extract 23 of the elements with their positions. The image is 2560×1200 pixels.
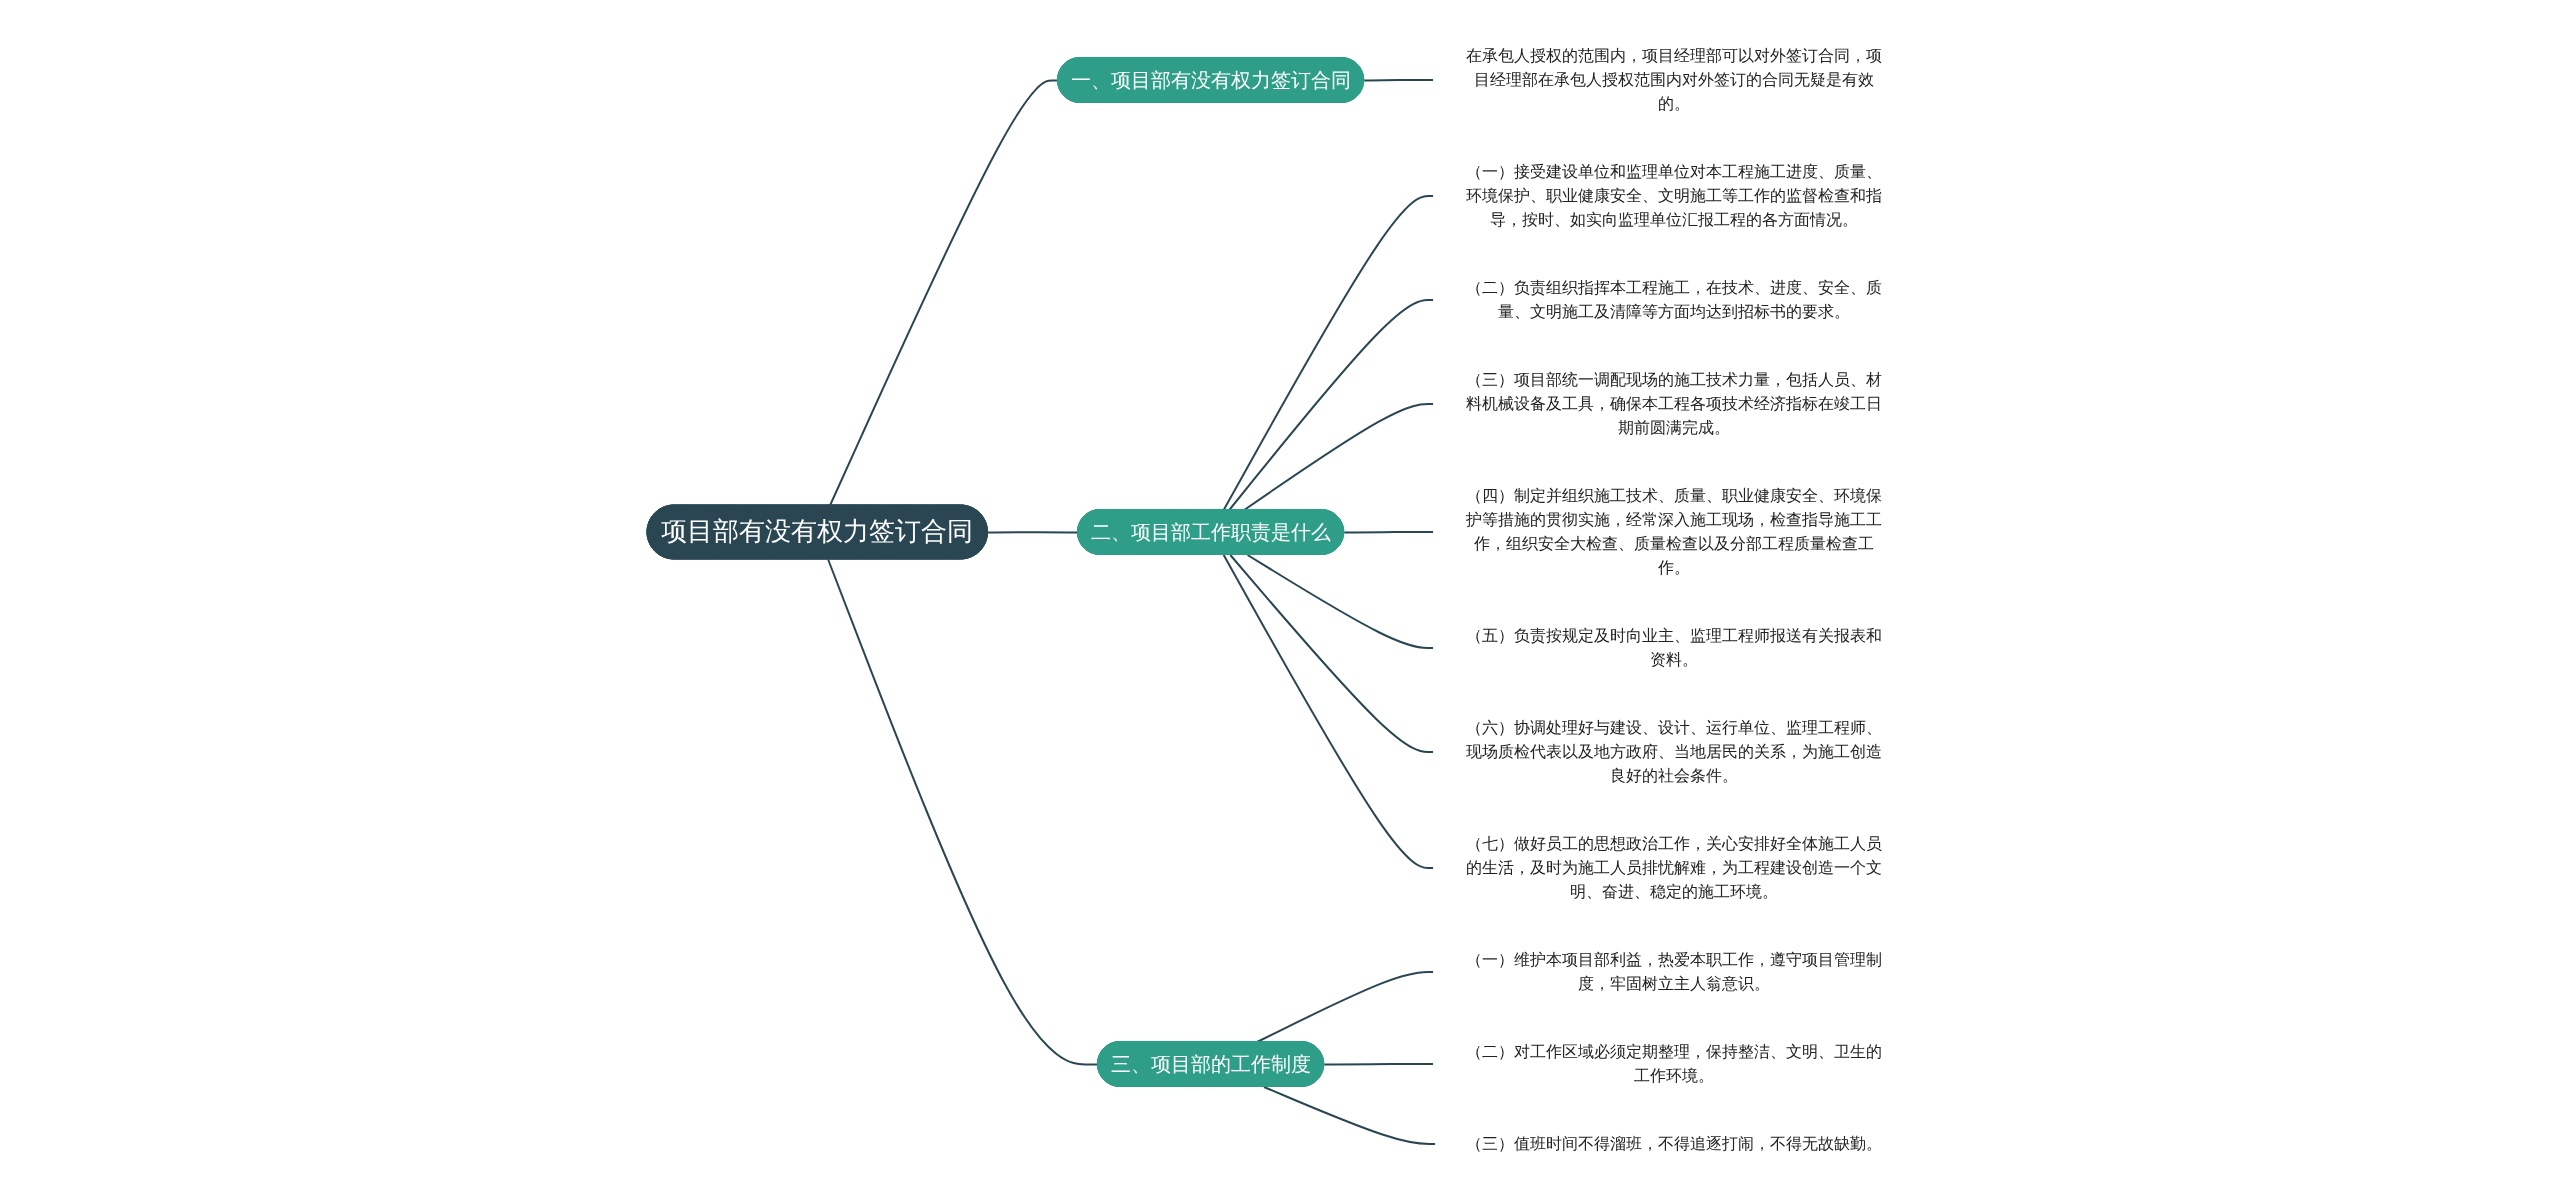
connector — [1222, 195, 1435, 511]
connector — [986, 531, 1079, 534]
node-text: （二）对工作区域必须定期整理，保持整洁、文明、卫生的工作环境。 — [1465, 1041, 1882, 1085]
connector — [826, 558, 1099, 1066]
node-text: （二）负责组织指挥本工程施工，在技术、进度、安全、质量、文明施工及清障等方面均达到招标书的要求。 — [1465, 278, 1882, 321]
node-text: （五）负责按规定及时向业主、监理工程师报送有关报表和资料。 — [1465, 625, 1882, 669]
connector — [1262, 1086, 1437, 1145]
connector — [1342, 531, 1435, 534]
connector — [1242, 403, 1435, 511]
node-text: （七）做好员工的思想政治工作，关心安排好全体施工人员的生活，及时为施工人员排忧解难，为工程建设创造一个文明、奋进、稳定的施工环境。 — [1465, 833, 1882, 901]
node-text: （六）协调处理好与建设、设计、运行单位、监理工程师、现场质检代表以及地方政府、当地居民的关系，为施工创造良好的社会条件。 — [1465, 717, 1882, 785]
connector — [1229, 554, 1435, 753]
connector — [1246, 554, 1435, 649]
connector — [1362, 79, 1435, 82]
node-text: （一）维护本项目部利益，热爱本职工作，遵守项目管理制度，牢固树立主人翁意识。 — [1465, 949, 1882, 993]
connector — [1322, 1063, 1435, 1066]
connector — [1222, 554, 1435, 869]
node-text: （三）值班时间不得溜班，不得追逐打闹，不得无故缺勤。 — [1465, 1133, 1882, 1153]
node-text: 在承包人授权的范围内，项目经理部可以对外签订合同，项目经理部在承包人授权范围内对外签订的合同无疑是有效的。 — [1465, 46, 1882, 113]
node-text: （三）项目部统一调配现场的施工技术力量，包括人员、材料机械设备及工具，确保本工程各项技术经济指标在竣工日期前圆满完成。 — [1465, 370, 1882, 437]
connector — [1228, 299, 1435, 511]
node-text: （四）制定并组织施工技术、质量、职业健康安全、环境保护等措施的贯彻实施，经常深入施工现场，检查指导施工工作，组织安全大检查、质量检查以及分部工程质量检查工作。 — [1465, 485, 1882, 577]
node-text: （一）接受建设单位和监理单位对本工程施工进度、质量、环境保护、职业健康安全、文明施工等工作的监督检查和指导，按时、如实向监理单位汇报工程的各方面情况。 — [1465, 162, 1882, 229]
